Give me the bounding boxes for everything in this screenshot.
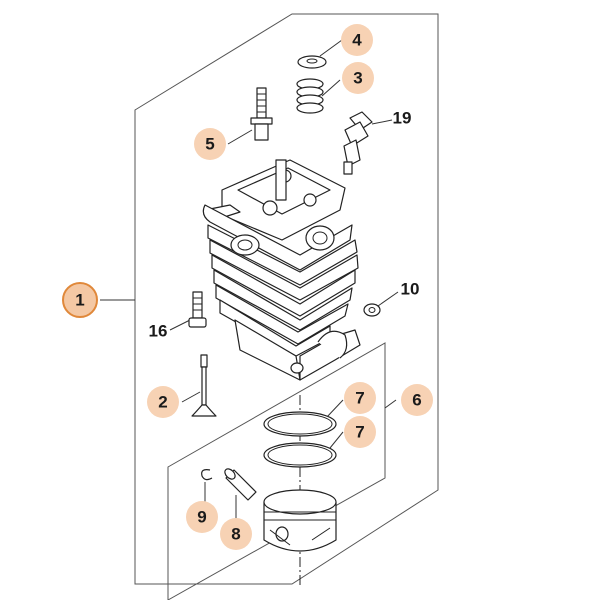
bolt-part bbox=[188, 291, 207, 328]
cylinder-part bbox=[202, 159, 361, 381]
callout-badge bbox=[147, 386, 179, 418]
piston-assembly-frame bbox=[167, 342, 386, 600]
callout-label: 3 bbox=[353, 69, 362, 88]
valve-cap-part bbox=[297, 55, 327, 69]
cylinder-assembly-frame bbox=[134, 13, 439, 585]
callout-label: 19 bbox=[393, 109, 412, 128]
valve-spring-part bbox=[296, 78, 324, 114]
callout-6: 6 bbox=[401, 384, 433, 416]
piston-ring-lower-part bbox=[263, 442, 337, 468]
callout-label: 1 bbox=[75, 291, 84, 310]
callout-10: 10 bbox=[401, 280, 420, 299]
callout-label: 2 bbox=[158, 393, 167, 412]
callout-label: 7 bbox=[355, 389, 364, 408]
piston-pin-part bbox=[224, 468, 257, 501]
callout-badge bbox=[341, 24, 373, 56]
callout-1: 1 bbox=[62, 282, 98, 318]
callout-3: 3 bbox=[342, 62, 374, 94]
callout-label: 10 bbox=[401, 280, 420, 299]
callout-19: 19 bbox=[393, 109, 412, 128]
callout-badge bbox=[401, 384, 433, 416]
callout-label: 6 bbox=[412, 391, 421, 410]
callout-16: 16 bbox=[149, 322, 168, 341]
callout-badge bbox=[344, 416, 376, 448]
circlip-part bbox=[201, 469, 213, 481]
piston-part bbox=[263, 489, 337, 552]
callout-label: 4 bbox=[352, 31, 362, 50]
spark-plug-part bbox=[343, 111, 373, 175]
callout-label: 8 bbox=[231, 525, 240, 544]
callout-4: 4 bbox=[341, 24, 373, 56]
washer-part bbox=[363, 303, 381, 317]
leader-lines bbox=[100, 39, 399, 520]
callout-layer: 1 2 3 4 5 6 7 7 8 9 10 16 19 bbox=[62, 24, 433, 550]
stud-bolt-part bbox=[250, 87, 273, 141]
callout-badge bbox=[220, 518, 252, 550]
valve-part bbox=[191, 354, 217, 417]
callout-label: 16 bbox=[149, 322, 168, 341]
callout-8: 8 bbox=[220, 518, 252, 550]
callout-badge bbox=[342, 62, 374, 94]
callout-badge bbox=[194, 128, 226, 160]
callout-7b: 7 bbox=[344, 416, 376, 448]
callout-label: 7 bbox=[355, 423, 364, 442]
callout-5: 5 bbox=[194, 128, 226, 160]
callout-9: 9 bbox=[186, 501, 218, 533]
callout-badge bbox=[186, 501, 218, 533]
callout-badge bbox=[62, 282, 98, 318]
callout-2: 2 bbox=[147, 386, 179, 418]
piston-ring-upper-part bbox=[263, 411, 337, 437]
callout-label: 9 bbox=[197, 508, 206, 527]
callout-7a: 7 bbox=[344, 382, 376, 414]
callout-label: 5 bbox=[205, 135, 214, 154]
callout-badge bbox=[344, 382, 376, 414]
